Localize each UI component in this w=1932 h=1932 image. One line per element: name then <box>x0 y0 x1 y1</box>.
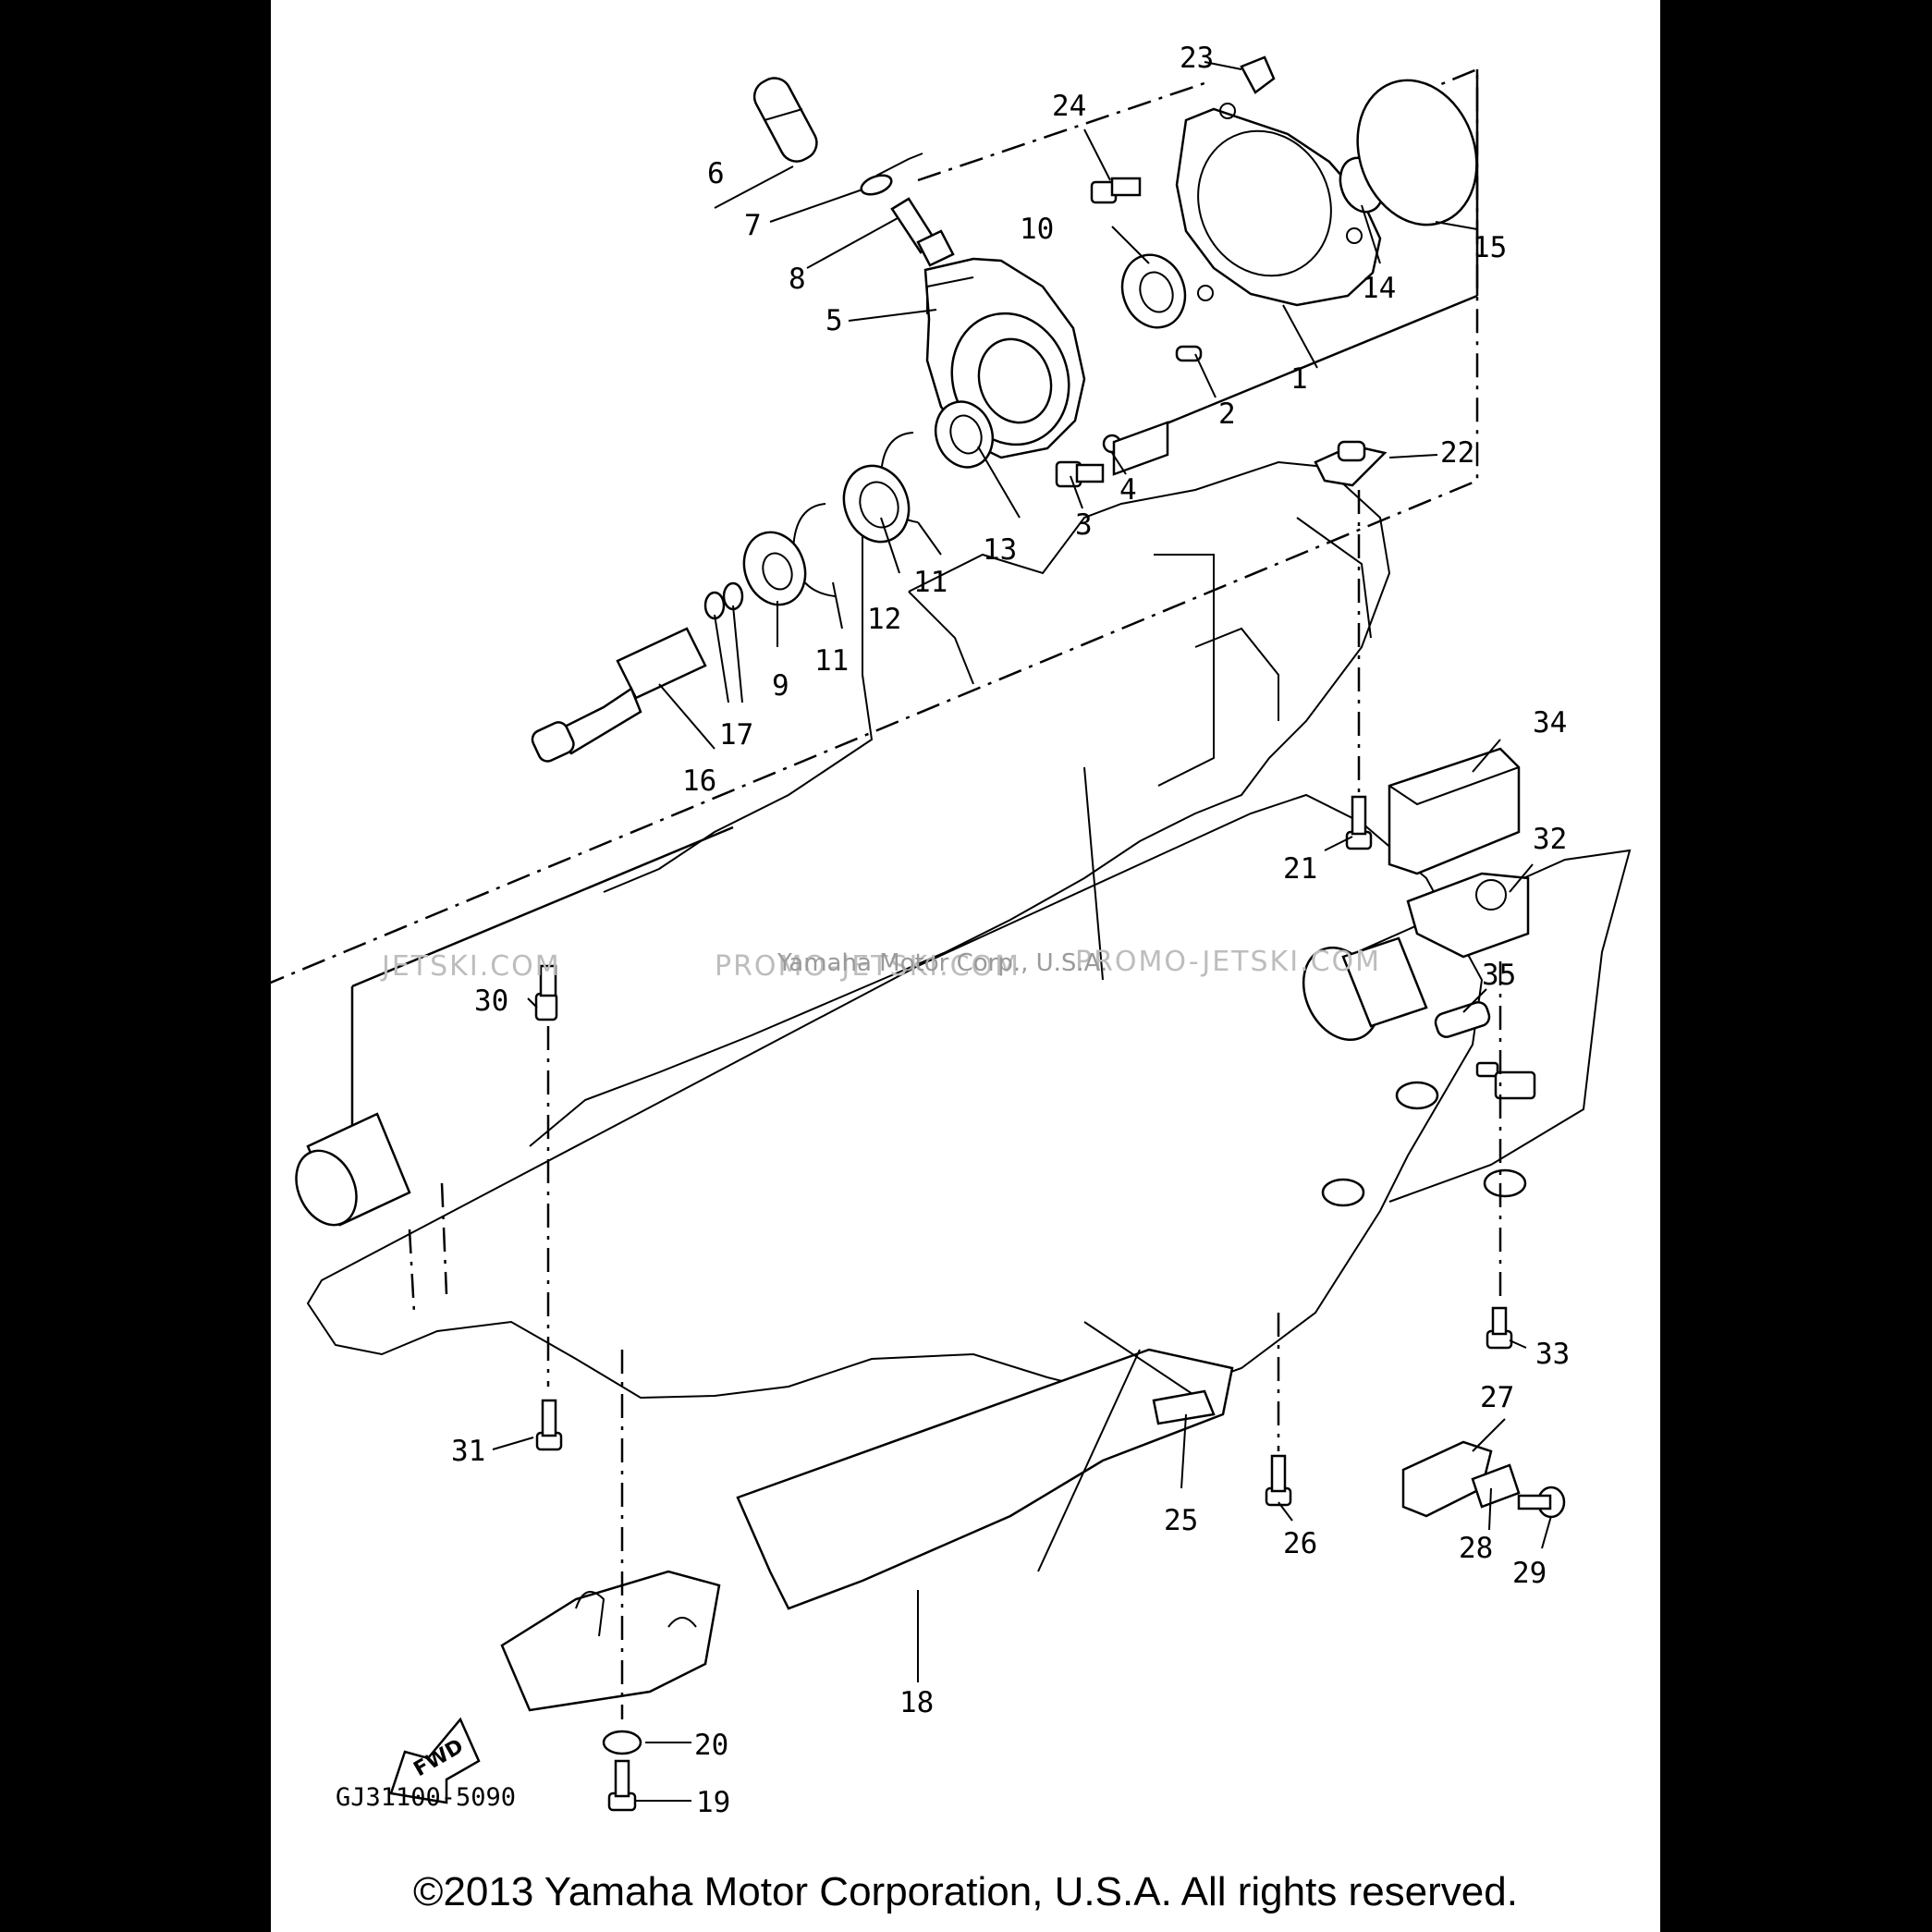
callout-17: 17 <box>719 718 753 752</box>
callout-21: 21 <box>1283 852 1317 886</box>
drive-shaft <box>531 687 642 763</box>
bearing-part-10 <box>1120 253 1187 329</box>
bracket-part-23 <box>1240 55 1276 94</box>
callout-11-upper: 11 <box>913 566 948 599</box>
callout-15: 15 <box>1473 231 1507 264</box>
bracket-part-25 <box>1152 1389 1216 1425</box>
pin-part-2 <box>1175 345 1203 362</box>
watermark-right: PROMO-JETSKI.COM <box>1075 946 1381 978</box>
bolt-part-33 <box>1486 1306 1513 1350</box>
housing-cover-part-1 <box>1175 103 1382 307</box>
o-ring-part-15 <box>1356 79 1478 226</box>
plate-part-18 <box>736 1321 1234 1610</box>
callout-14: 14 <box>1362 272 1396 305</box>
hose-part-6 <box>752 77 818 163</box>
fwd-arrow: FWD <box>389 1717 481 1804</box>
seal-part-9 <box>742 531 807 606</box>
watermark-left: JETSKI.COM <box>380 950 561 983</box>
bolt-part-8 <box>890 197 955 267</box>
bolt-part-3 <box>1055 460 1105 488</box>
callout-19: 19 <box>696 1786 730 1819</box>
callout-11-lower: 11 <box>814 644 849 678</box>
o-ring-part-17a <box>703 591 726 620</box>
callout-18: 18 <box>899 1686 934 1719</box>
engine-bed-outline <box>529 421 1391 1147</box>
callout-31: 31 <box>451 1435 485 1468</box>
clamp-part-7 <box>860 153 923 196</box>
callout-16: 16 <box>682 764 716 798</box>
bolt-part-29 <box>1517 1486 1566 1519</box>
callout-12: 12 <box>867 603 901 636</box>
copyright-notice: ©2013 Yamaha Motor Corporation, U.S.A. A… <box>413 1869 1518 1914</box>
watermark-center: PROMO-JETSKI.COM <box>715 950 1021 983</box>
bolt-part-19 <box>607 1759 637 1812</box>
bolt-part-26 <box>1265 1454 1292 1507</box>
callout-32: 32 <box>1533 823 1567 856</box>
bearing-part-12 <box>842 464 911 544</box>
o-ring-part-17b <box>722 581 744 611</box>
callout-10: 10 <box>1020 213 1054 246</box>
callout-3: 3 <box>1075 508 1093 542</box>
callout-27: 27 <box>1480 1381 1514 1414</box>
alignment-lines <box>408 81 1502 1719</box>
leader-lines <box>492 61 1552 1802</box>
callout-2: 2 <box>1218 397 1236 431</box>
callout-30: 30 <box>474 984 508 1018</box>
plate-part-28 <box>1471 1463 1521 1509</box>
spacer-part-13 <box>934 400 995 469</box>
callout-13: 13 <box>983 533 1017 567</box>
callout-26: 26 <box>1283 1527 1317 1560</box>
connector-part-32 <box>1406 872 1530 959</box>
callout-8: 8 <box>789 263 806 296</box>
callout-22: 22 <box>1440 436 1474 470</box>
intake-grate <box>1314 849 1632 1207</box>
drawing-code: GJ31100-5090 <box>336 1783 516 1812</box>
callout-34: 34 <box>1533 706 1567 740</box>
mount-block <box>500 1570 721 1712</box>
callout-4: 4 <box>1119 473 1137 507</box>
callout-25: 25 <box>1164 1504 1198 1537</box>
bolt-part-30 <box>534 964 558 1021</box>
callout-35: 35 <box>1482 959 1516 992</box>
bolt-part-21 <box>1345 795 1373 850</box>
rod-part-35 <box>1434 1001 1491 1038</box>
callout-20: 20 <box>694 1729 728 1762</box>
callout-5: 5 <box>825 304 843 337</box>
shaft-tube <box>295 1112 411 1227</box>
callout-33: 33 <box>1535 1338 1570 1371</box>
callout-23: 23 <box>1180 42 1214 75</box>
callout-labels: 1 2 3 4 5 6 7 8 9 10 11 11 12 13 14 15 1… <box>451 42 1570 1819</box>
washer-part-20 <box>602 1730 642 1755</box>
watermark-overlay: Yamaha Motor Corp., U.S.A. <box>776 949 1107 977</box>
frame-edge-mid <box>351 825 734 988</box>
exploded-parts-diagram: FWD <box>271 42 1632 1819</box>
callout-24: 24 <box>1052 90 1086 123</box>
sensor-plug <box>1475 1061 1536 1100</box>
sleeve-part-16 <box>616 627 707 700</box>
electrical-box-part-34 <box>1388 747 1521 875</box>
bolt-part-24 <box>1090 177 1142 204</box>
pump-coupling <box>1302 936 1428 1042</box>
bolt-part-31 <box>535 1399 563 1451</box>
frame-edge-right <box>1139 294 1478 436</box>
callout-1: 1 <box>1290 362 1308 396</box>
diagram-sheet: FWD <box>271 0 1660 1932</box>
callout-28: 28 <box>1459 1532 1493 1565</box>
callout-7: 7 <box>744 209 762 242</box>
cap-part-22 <box>1314 440 1388 487</box>
callout-9: 9 <box>772 669 789 703</box>
callout-6: 6 <box>707 157 725 190</box>
callout-29: 29 <box>1512 1557 1547 1590</box>
